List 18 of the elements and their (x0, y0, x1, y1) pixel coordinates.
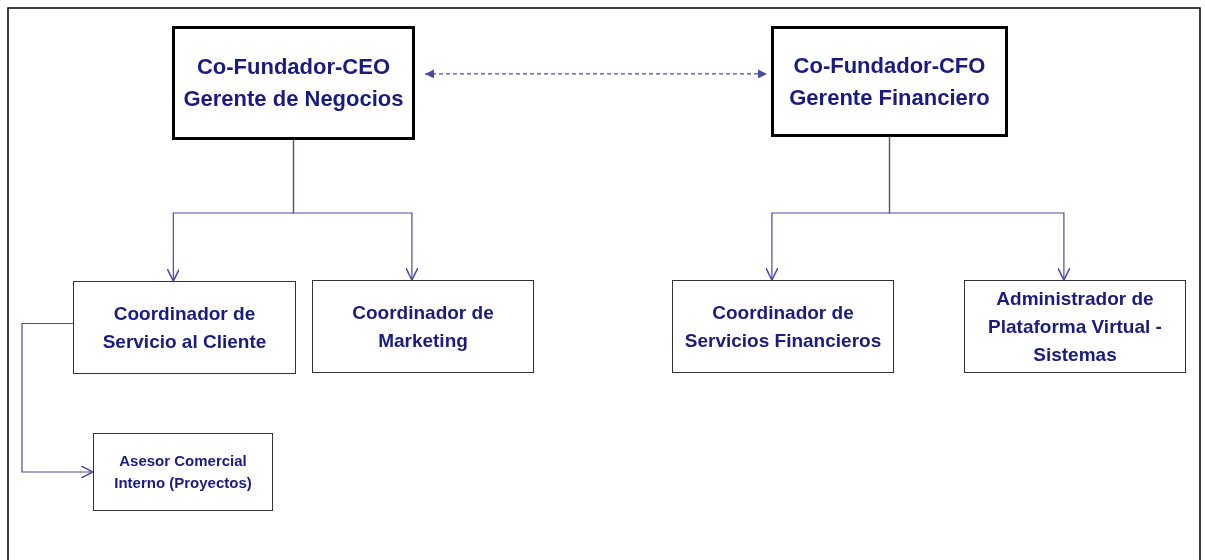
executive-box (172, 26, 415, 140)
role-title: Coordinador de Marketing (351, 300, 495, 353)
role-title: Co-Fundador-CFO Gerente Financiero (788, 51, 991, 112)
role-box (93, 433, 273, 511)
role-box (312, 280, 534, 373)
role-title: Coordinador de Servicios Financieros (683, 300, 883, 353)
role-title: Administrador de Plataforma Virtual - Sistemas (987, 286, 1163, 367)
executive-box (771, 26, 1008, 137)
connector-arrow (21, 322, 94, 479)
role-box (964, 280, 1186, 373)
role-title: Asesor Comercial Interno (Proyectos) (113, 451, 253, 493)
role-box (672, 280, 894, 373)
role-box (73, 281, 296, 374)
role-title: Coordinador de Servicio al Cliente (101, 301, 268, 354)
connector-arrow (424, 69, 768, 79)
connector-arrow (292, 139, 419, 281)
role-title: Co-Fundador-CEO Gerente de Negocios (183, 53, 404, 113)
connector-arrow (888, 136, 1071, 281)
